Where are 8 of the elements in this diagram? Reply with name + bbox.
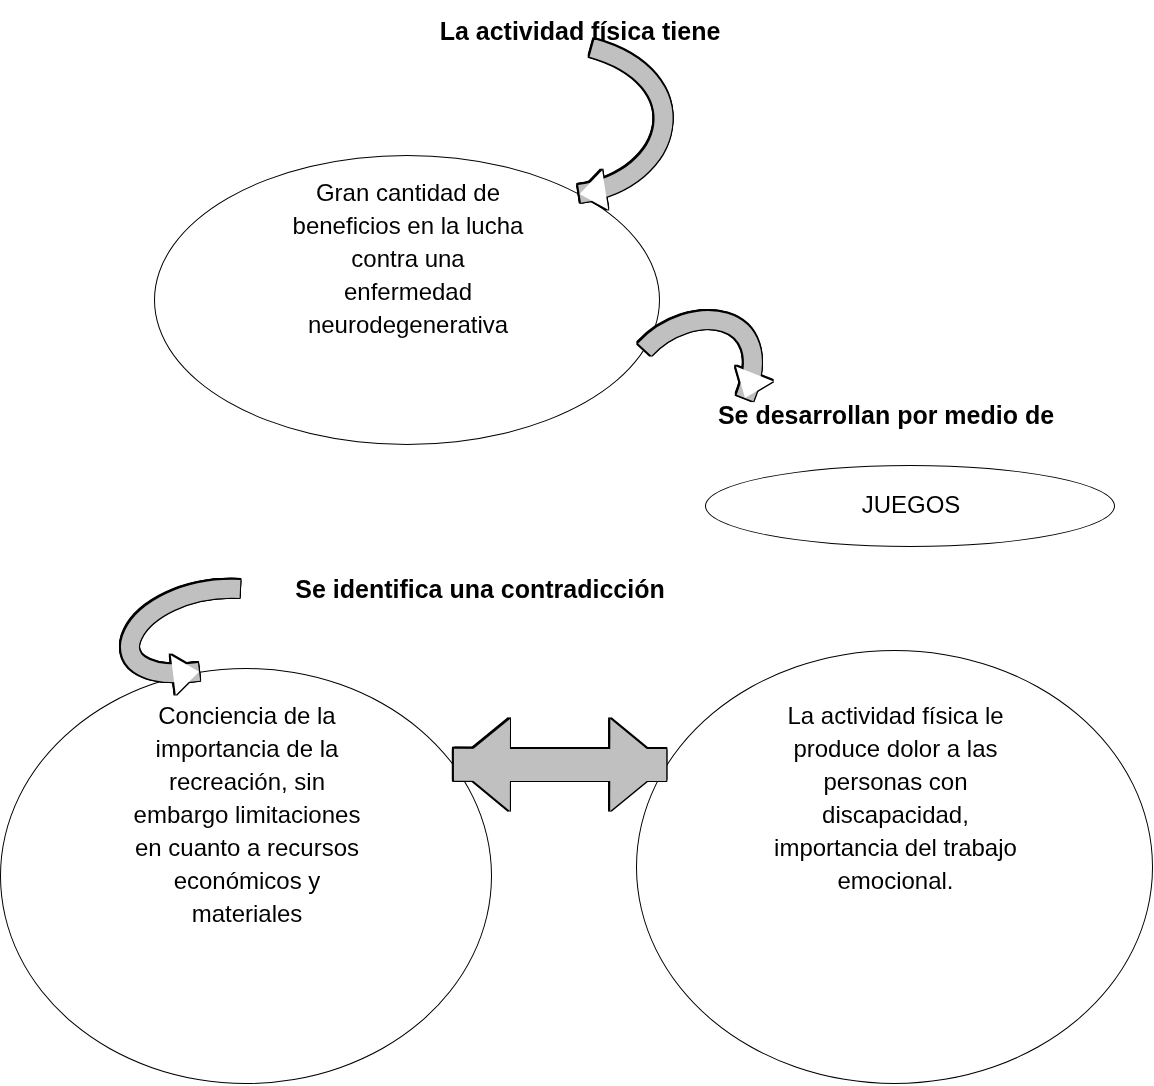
double-arrow — [453, 718, 667, 812]
heading-text: La actividad física tiene — [380, 14, 780, 48]
node-text: La actividad física le produce dolor a las personas con discapacidad, importancia del trabajo emocional. — [773, 701, 1018, 896]
heading-text: Se desarrollan por medio de — [636, 398, 1136, 432]
node-text: Gran cantidad de beneficios en la lucha contra una enfermedad neurodegenerativa — [291, 178, 525, 340]
heading-text: Se identifica una contradicción — [240, 572, 720, 606]
node-text: JUEGOS — [860, 490, 962, 520]
node-text: Conciencia de la importancia de la recreación, sin embargo limitaciones en cuanto a recursos económicos y materiales — [132, 701, 362, 929]
